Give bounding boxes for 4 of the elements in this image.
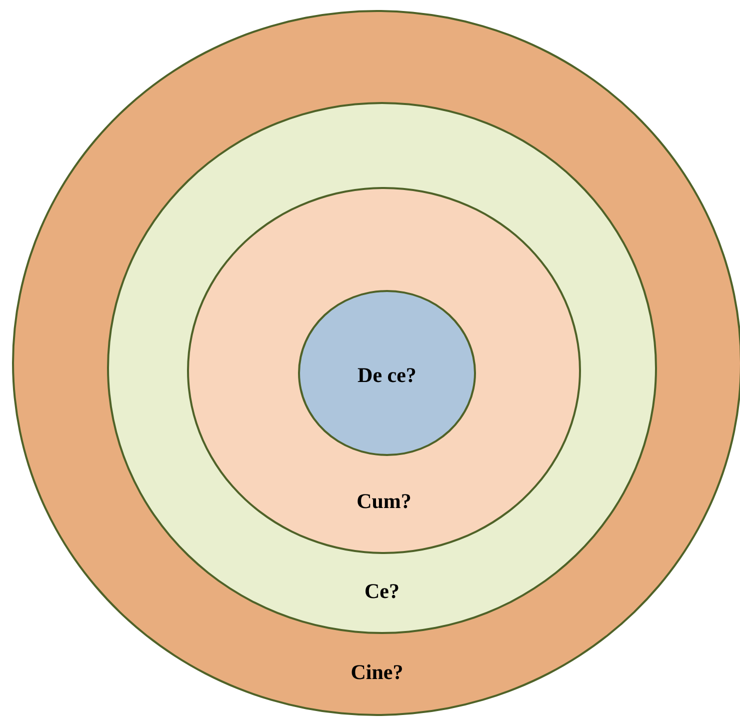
ring-label: Cine?: [350, 659, 404, 685]
ring-label: Ce?: [364, 578, 400, 604]
ring-label: Cum?: [356, 488, 412, 514]
ring-label: De ce?: [358, 362, 416, 388]
